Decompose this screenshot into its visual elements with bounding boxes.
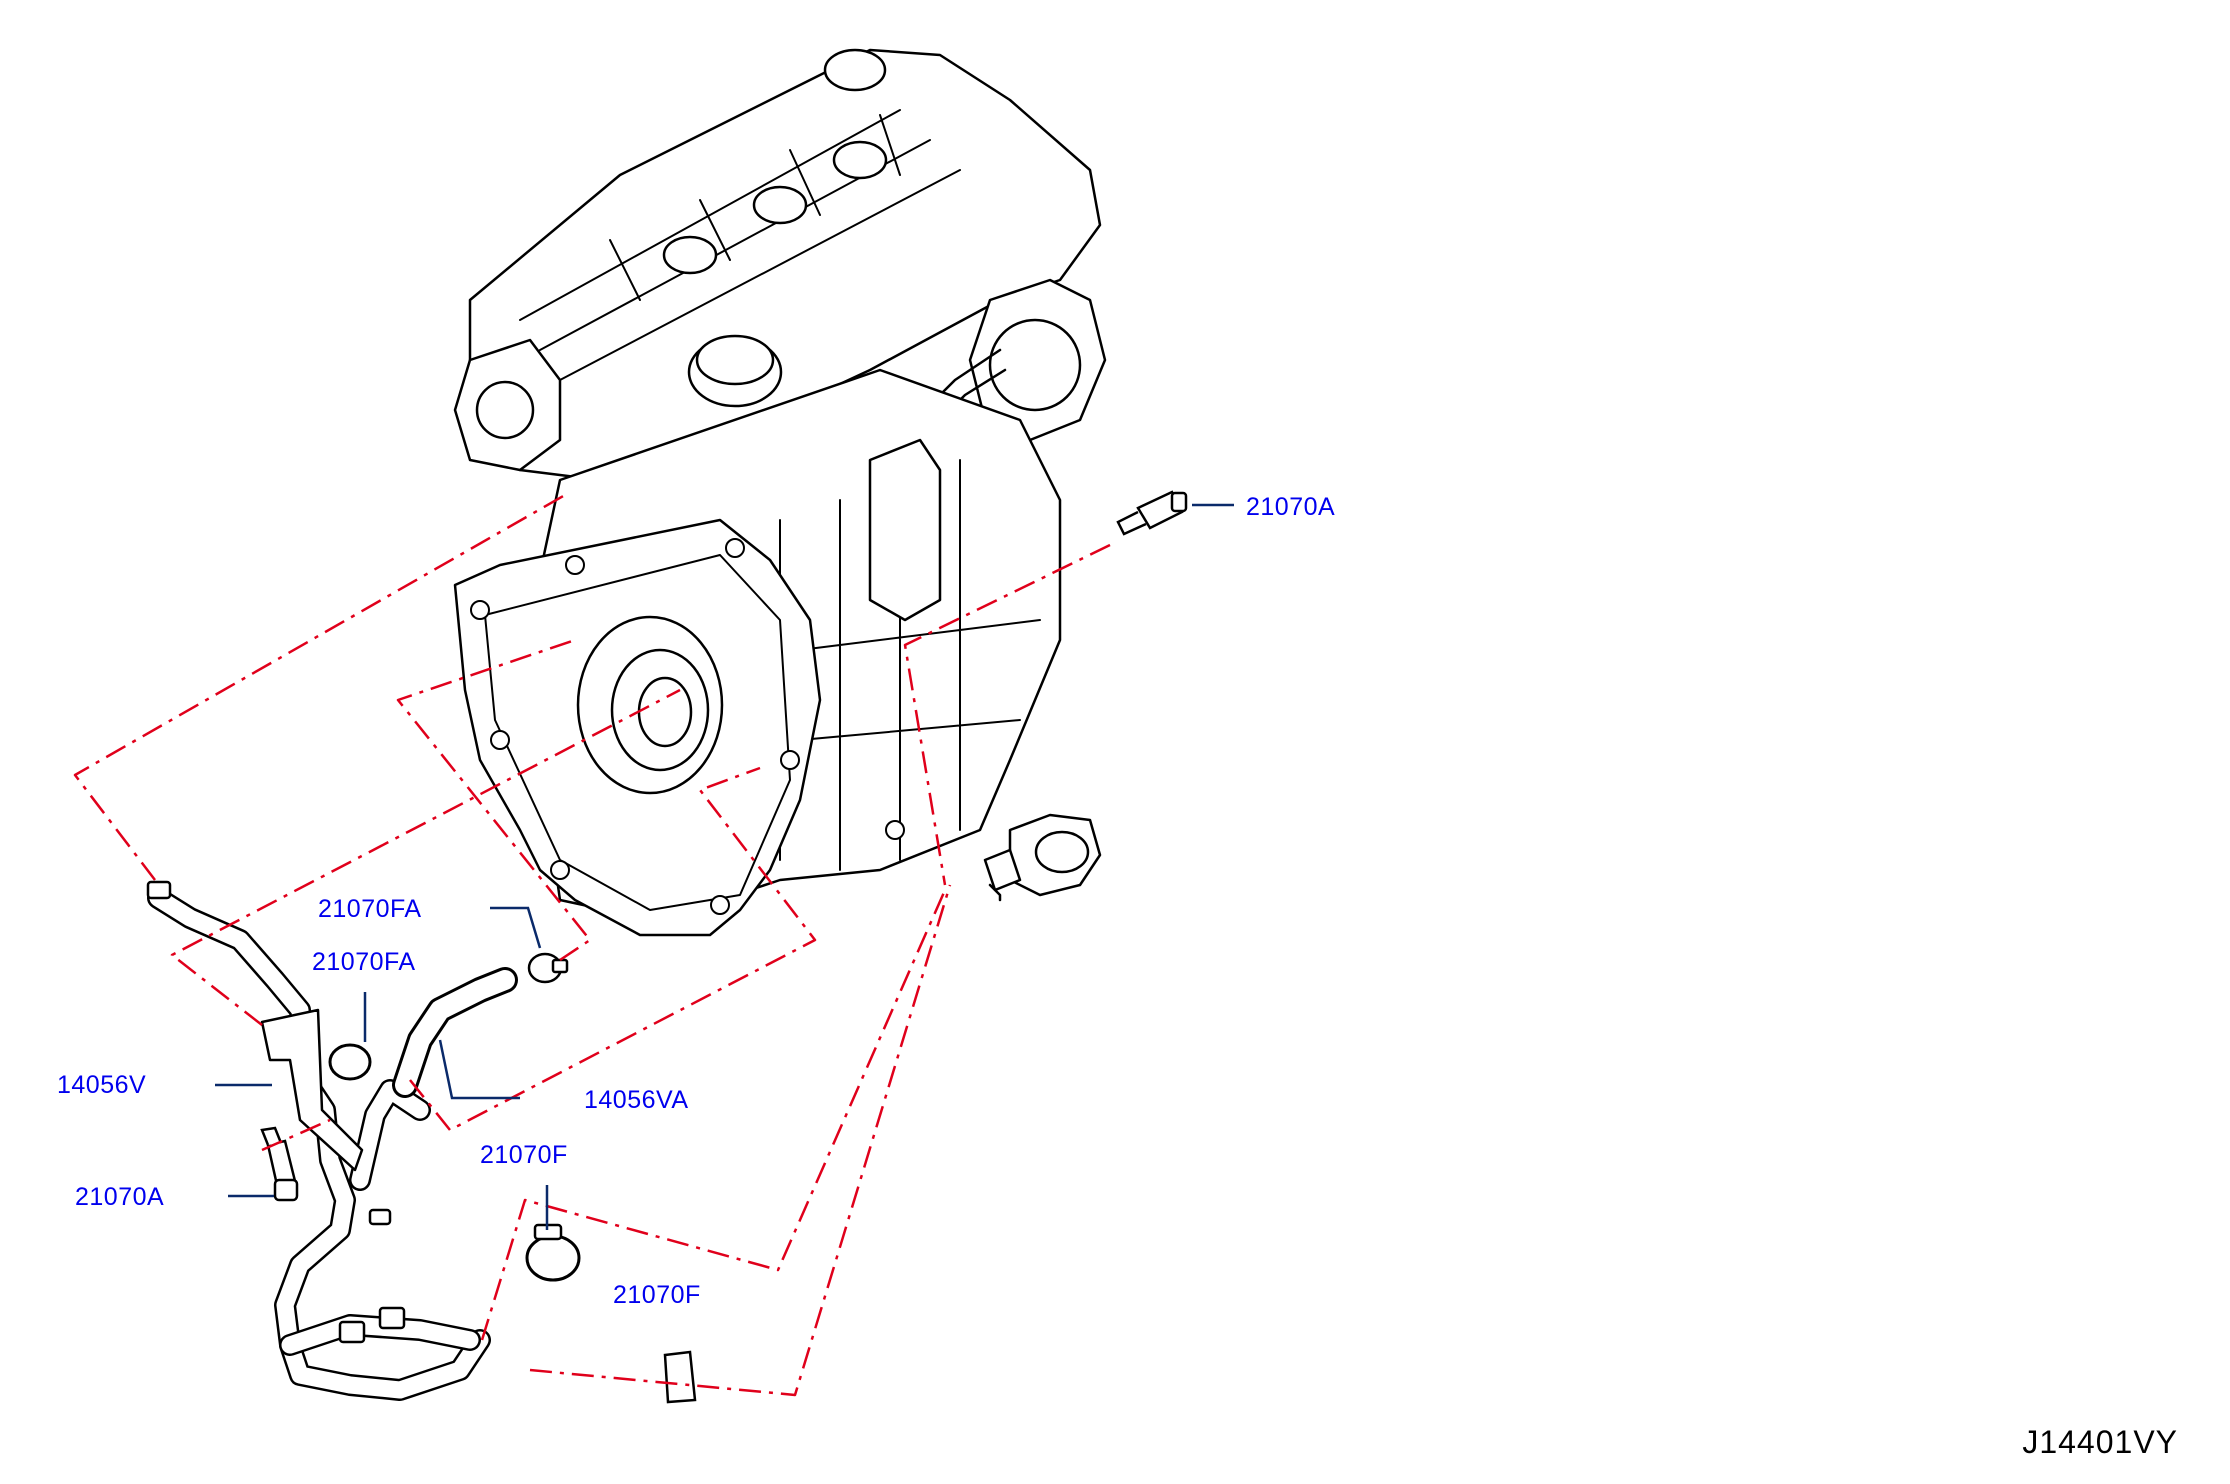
hose-14056va-inner [395, 970, 515, 1095]
link-14056va-to-pump [409, 766, 817, 1132]
hose-bracket [260, 1008, 364, 1172]
clamp-21070f-b [663, 1350, 697, 1404]
electric-water-pump [983, 813, 1102, 902]
bolts [260, 490, 1188, 1202]
callout-21070a-lower: 21070A [75, 1183, 165, 1211]
coil-tower-2 [752, 185, 808, 225]
cam-sensor [823, 48, 887, 92]
flange-inner-edge [484, 554, 791, 911]
callout-14056va: 14056VA [584, 1086, 689, 1114]
coil-tower-3 [832, 140, 888, 180]
engine-assembly [453, 48, 1107, 937]
callout-21070f-upper: 21070F [480, 1141, 568, 1169]
flange-bolts [470, 538, 905, 915]
bolt-21070a-upper [1116, 490, 1188, 536]
bolt-21070a-lower [260, 1126, 299, 1202]
hose-14056v-inner [149, 889, 489, 1399]
leader-lines [215, 503, 1234, 1230]
clamp-21070f-a [525, 1234, 581, 1282]
link-lower-to-pump [480, 889, 947, 1341]
link-lower-bolt [261, 1118, 331, 1152]
link-bolt-to-block [903, 543, 1111, 886]
link-14056va-to-block [396, 638, 592, 962]
link-14056v-to-block [73, 493, 566, 881]
oil-filler-cap-top [695, 334, 775, 386]
callout-14056v: 14056V [57, 1071, 147, 1099]
hose-branch-inner [351, 1081, 429, 1189]
callout-21070fa-upper: 21070FA [318, 895, 422, 923]
engine-sensor-module [868, 438, 942, 622]
callout-21070f-lower: 21070F [613, 1281, 701, 1309]
throttle-body [453, 338, 562, 472]
drawing-code: J14401VY [2022, 1424, 2178, 1460]
clamps [146, 880, 697, 1404]
link-bracket-to-block [170, 688, 681, 1026]
crankshaft-end [637, 676, 693, 748]
callout-21070fa-lower: 21070FA [312, 948, 416, 976]
cover-ribs [519, 109, 961, 381]
link-clamp-to-pump [529, 884, 952, 1397]
assembly-link-lines [73, 493, 1111, 1397]
clamp-21070fa-b [328, 1043, 372, 1081]
callout-21070a-upper: 21070A [1246, 493, 1336, 521]
turbocharger [968, 278, 1107, 442]
throttle-bore [475, 380, 535, 440]
turbo-housing [988, 318, 1082, 412]
coil-tower-1 [662, 235, 718, 275]
